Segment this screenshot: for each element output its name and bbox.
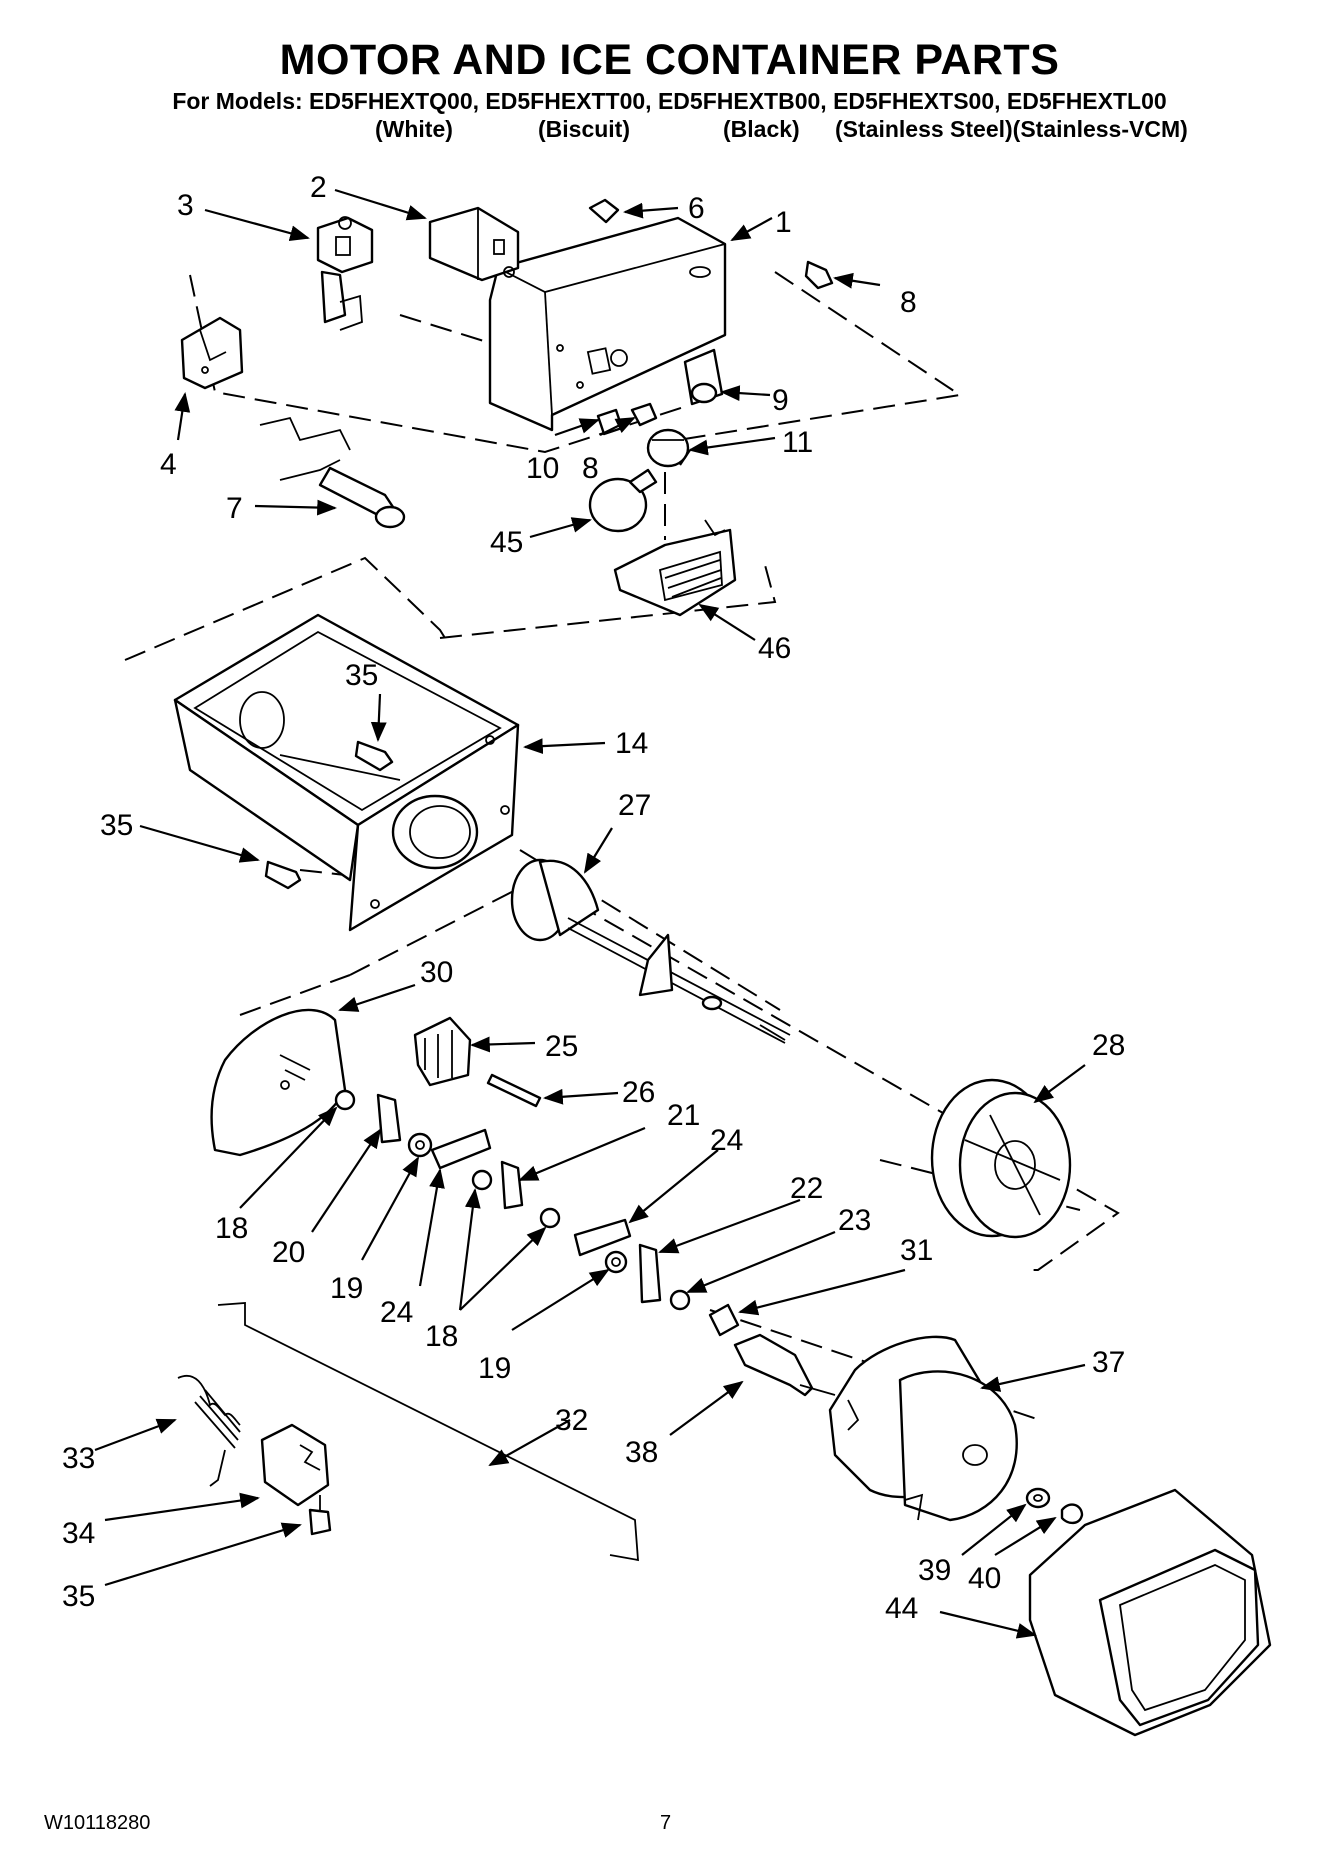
callout-24-right: 24	[710, 1124, 743, 1157]
leader-lines	[94, 188, 1086, 1639]
screw-part-35-upper	[354, 740, 394, 772]
switch-part-2	[428, 206, 520, 282]
callout-37: 37	[1092, 1346, 1125, 1379]
callout-4: 4	[160, 448, 177, 481]
auger-part-27	[510, 858, 791, 1044]
callout-27: 27	[618, 789, 651, 822]
ice-housing-part-14	[173, 613, 520, 932]
callout-2: 2	[310, 171, 327, 204]
callout-45: 45	[490, 526, 523, 559]
clip-part-6	[588, 198, 620, 224]
light-socket-part-11	[646, 428, 690, 468]
drum-part-28	[930, 1078, 1072, 1239]
callout-7: 7	[226, 492, 243, 525]
callout-35-left: 35	[100, 809, 133, 842]
callout-39: 39	[918, 1554, 951, 1587]
callout-32: 32	[555, 1404, 588, 1437]
callout-10: 10	[526, 452, 559, 485]
bushing-part-18-b	[471, 1169, 493, 1191]
washer-part-19-b	[604, 1250, 628, 1274]
spacer-part-9	[683, 348, 724, 406]
bracket-part-4	[180, 316, 244, 390]
screw-part-35-lower	[308, 1495, 332, 1536]
callout-30: 30	[420, 956, 453, 989]
document-number: W10118280	[44, 1812, 151, 1834]
callout-19-right: 19	[478, 1352, 511, 1385]
callout-35-lower: 35	[62, 1580, 95, 1613]
cover-part-44	[1028, 1488, 1272, 1737]
callout-11: 11	[782, 426, 813, 459]
bracket-part-34	[260, 1423, 330, 1507]
callout-21: 21	[667, 1099, 700, 1132]
callout-8-bottom: 8	[582, 452, 599, 485]
light-shield-part-46	[613, 519, 737, 617]
callout-34: 34	[62, 1517, 95, 1550]
variant-biscuit: (Biscuit)	[538, 116, 630, 142]
screw-part-35-left	[264, 860, 302, 890]
callout-23: 23	[838, 1204, 871, 1237]
cover-plate-part-30	[210, 1008, 347, 1157]
models-line: For Models: ED5FHEXTQ00, ED5FHEXTT00, ED…	[172, 88, 1167, 114]
bushing-part-18-c	[539, 1207, 561, 1229]
callout-numbers: 3 2 6 1 8 9 11 10 8 4 7 45 46 35 14 35 2…	[62, 171, 1125, 1625]
page-number: 7	[660, 1812, 672, 1834]
lever-part-21	[500, 1160, 524, 1210]
callout-46: 46	[758, 632, 791, 665]
callout-19-left: 19	[330, 1272, 363, 1305]
callout-38: 38	[625, 1436, 658, 1469]
callout-44: 44	[885, 1592, 918, 1625]
callout-28: 28	[1092, 1029, 1125, 1062]
callout-8-top: 8	[900, 286, 917, 319]
callout-1: 1	[775, 206, 792, 239]
lever-part-24-b	[573, 1218, 632, 1257]
callout-6: 6	[688, 192, 705, 225]
motor-part-37	[828, 1335, 1018, 1522]
callout-35-upper: 35	[345, 659, 378, 692]
washer-part-19-a	[407, 1132, 433, 1158]
callout-31: 31	[900, 1234, 933, 1267]
callout-14: 14	[615, 727, 648, 760]
callout-9: 9	[772, 384, 789, 417]
callout-24-left: 24	[380, 1296, 413, 1329]
washer-part-39	[1025, 1487, 1051, 1509]
callout-18-left: 18	[215, 1212, 248, 1245]
shaft-pin-part-26	[486, 1073, 542, 1108]
callout-25: 25	[545, 1030, 578, 1063]
screw-part-8	[630, 260, 834, 427]
bushing-part-18-a	[334, 1089, 356, 1111]
callout-33: 33	[62, 1442, 95, 1475]
variant-white: (White)	[375, 116, 453, 142]
callout-20: 20	[272, 1236, 305, 1269]
rod-part-32	[217, 1302, 639, 1562]
page-title: MOTOR AND ICE CONTAINER PARTS	[279, 36, 1060, 84]
paddle-part-25	[413, 1016, 472, 1087]
lever-part-22	[638, 1243, 662, 1304]
callout-22: 22	[790, 1172, 823, 1205]
callout-3: 3	[177, 189, 194, 222]
washer-part-23	[669, 1289, 691, 1311]
solenoid-part-3	[316, 216, 374, 331]
callout-40: 40	[968, 1562, 1001, 1595]
clip-part-40	[1060, 1503, 1084, 1525]
bulb-part-45	[588, 468, 658, 533]
coupler-part-31	[708, 1303, 740, 1337]
callout-18-right: 18	[425, 1320, 458, 1353]
callout-26: 26	[622, 1076, 655, 1109]
variant-stainless: (Stainless Steel)(Stainless-VCM)	[835, 116, 1188, 142]
model-variants: (White) (Biscuit) (Black) (Stainless Ste…	[0, 116, 1339, 146]
arm-part-38	[733, 1333, 836, 1397]
control-box-part-1	[488, 216, 727, 432]
spring-part-33	[177, 1375, 241, 1487]
harness-part-7	[259, 416, 406, 529]
lever-part-24-a	[430, 1128, 492, 1170]
lever-part-20	[376, 1093, 402, 1144]
variant-black: (Black)	[723, 116, 800, 142]
